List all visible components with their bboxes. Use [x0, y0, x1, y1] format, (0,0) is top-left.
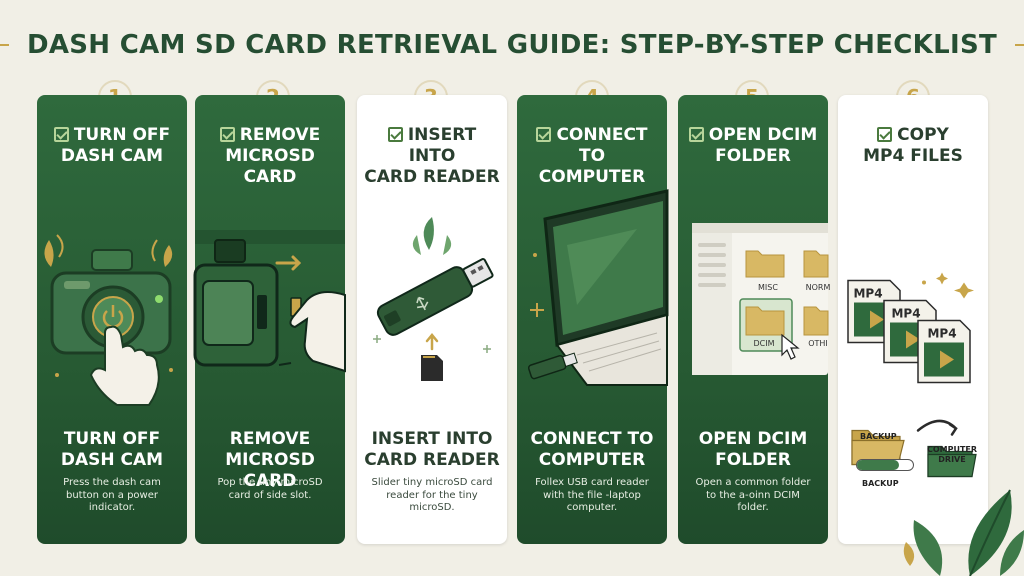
- remove-microsd-icon: [193, 230, 346, 373]
- step-1-subtitle-line2: DASH CAM: [60, 450, 164, 470]
- folder-label-othi: OTHI: [808, 339, 828, 348]
- step-3-subtitle-line1: INSERT INTO: [371, 429, 493, 449]
- step-5-card: OPEN DCIM FOLDER MISC NORM DCIM OTHI OPE…: [678, 95, 831, 544]
- step-3-subtitle-line2: CARD READER: [364, 450, 500, 470]
- step-4-subtitle-line1: CONNECT TO: [530, 429, 654, 449]
- backup-folder-icon: [851, 429, 905, 466]
- mp4-label-2: MP4: [891, 307, 920, 321]
- sparkle-icon: [936, 272, 948, 285]
- step-4-header-line1: CONNECT TO: [556, 125, 648, 166]
- step-2-header: REMOVE MICROSD CARD: [201, 125, 339, 188]
- cursor-icon: [781, 333, 800, 360]
- title-bar: DASH CAM SD CARD RETRIEVAL GUIDE: STEP-B…: [0, 22, 1024, 68]
- step-6-header: COPY MP4 FILES: [844, 125, 982, 167]
- laptop-usb-icon: [527, 189, 669, 386]
- leaf-decoration-icon: [903, 489, 1024, 576]
- step-5-description: Open a common folder to the a-oinn DCIM …: [695, 477, 811, 513]
- checkbox-icon: [387, 127, 403, 142]
- step-4-subtitle: CONNECT TO COMPUTER: [521, 429, 663, 471]
- step-4-header: CONNECT TO COMPUTER: [523, 125, 661, 188]
- step-6-header-line2: MP4 FILES: [863, 146, 963, 166]
- step-1-subtitle-line1: TURN OFF: [63, 429, 161, 449]
- folder-label-dcim: DCIM: [753, 339, 774, 348]
- step-2-description: Pop the tiny microSD card of side slot.: [217, 477, 323, 501]
- step-1-header: TURN OFF DASH CAM: [43, 125, 181, 167]
- checkbox-icon: [53, 127, 69, 142]
- title-rule-right: [1015, 44, 1024, 46]
- backup-progress-bar: [856, 459, 914, 471]
- mp4-file-icon: MP4: [917, 319, 971, 384]
- step-5-header-line1: OPEN DCIM: [708, 125, 818, 145]
- step-1-subtitle: TURN OFF DASH CAM: [41, 429, 183, 471]
- title-rule-left: [0, 44, 9, 46]
- sparkle-icon: [954, 282, 974, 299]
- step-4-header-line2: COMPUTER: [538, 167, 646, 187]
- backup-progress-label: BACKUP: [862, 479, 899, 488]
- checkbox-icon: [536, 127, 552, 142]
- step-4-description: Follex USB card reader with the file -la…: [535, 477, 649, 513]
- computer-drive-folder-icon: [927, 445, 977, 478]
- folder-icon-norm: [803, 250, 829, 278]
- step-5-header: OPEN DCIM FOLDER: [684, 125, 822, 167]
- step-1-header-line1: TURN OFF: [73, 125, 171, 145]
- step-2-header-line2: MICROSD CARD: [225, 146, 315, 187]
- step-2-card: REMOVE MICROSD CARD REMOVE MICROSD CARD …: [193, 95, 346, 544]
- page-title: DASH CAM SD CARD RETRIEVAL GUIDE: STEP-B…: [26, 30, 998, 60]
- folder-icon-othi: [803, 306, 829, 336]
- step-3-description: Slider tiny microSD card reader for the …: [371, 477, 493, 513]
- mp4-label-3: MP4: [927, 327, 956, 341]
- step-3-header: INSERT INTO CARD READER: [363, 125, 501, 188]
- step-1-description: Press the dash cam button on a power ind…: [63, 477, 161, 513]
- step-2-header-line1: REMOVE: [239, 125, 321, 145]
- checkbox-icon: [877, 127, 893, 142]
- step-5-subtitle-line2: FOLDER: [715, 450, 791, 470]
- step-6-header-line1: COPY: [897, 125, 949, 145]
- checkbox-icon: [219, 127, 235, 142]
- curved-arrow-icon: [916, 419, 958, 436]
- step-6-card: COPY MP4 FILES MP4 MP4 MP4: [838, 95, 988, 544]
- usb-card-reader-icon: [373, 217, 494, 381]
- checkbox-icon: [688, 127, 704, 142]
- backup-folder-label: BACKUP: [860, 432, 897, 441]
- step-1-card: TURN OFF DASH CAM TURN OFF DASH CAM Pres…: [37, 95, 187, 544]
- backup-progress-fill: [857, 460, 899, 470]
- file-explorer-window: MISC NORM DCIM OTHI: [692, 223, 831, 375]
- folder-label-norm: NORM: [806, 283, 831, 292]
- step-2-subtitle-line2: MICROSD CARD: [225, 450, 315, 491]
- step-3-header-line2: CARD READER: [364, 167, 500, 187]
- step-3-header-line1: INSERT INTO: [407, 125, 477, 166]
- copy-mp4-illustration: MP4 MP4 MP4: [847, 272, 977, 478]
- folder-icon-dcim: [745, 306, 785, 336]
- step-4-card: CONNECT TO COMPUTER CONNECT TO COMPUTER …: [517, 95, 669, 544]
- step-3-subtitle: INSERT INTO CARD READER: [361, 429, 503, 471]
- folder-icon-misc: [745, 250, 785, 278]
- computer-drive-label: COMPUTER DRIVE: [926, 445, 978, 464]
- step-5-subtitle: OPEN DCIM FOLDER: [682, 429, 824, 471]
- step-1-header-line2: DASH CAM: [60, 146, 164, 166]
- mp4-label-1: MP4: [853, 287, 882, 301]
- folder-label-misc: MISC: [758, 283, 778, 292]
- step-2-subtitle-line1: REMOVE: [229, 429, 311, 449]
- step-5-subtitle-line1: OPEN DCIM: [698, 429, 808, 449]
- step-2-subtitle: REMOVE MICROSD CARD: [199, 429, 341, 492]
- step-5-header-line2: FOLDER: [715, 146, 791, 166]
- dash-cam-power-icon: [44, 234, 173, 406]
- step-4-subtitle-line2: COMPUTER: [538, 450, 646, 470]
- step-3-card: INSERT INTO CARD READER INSERT INTO CARD…: [357, 95, 507, 544]
